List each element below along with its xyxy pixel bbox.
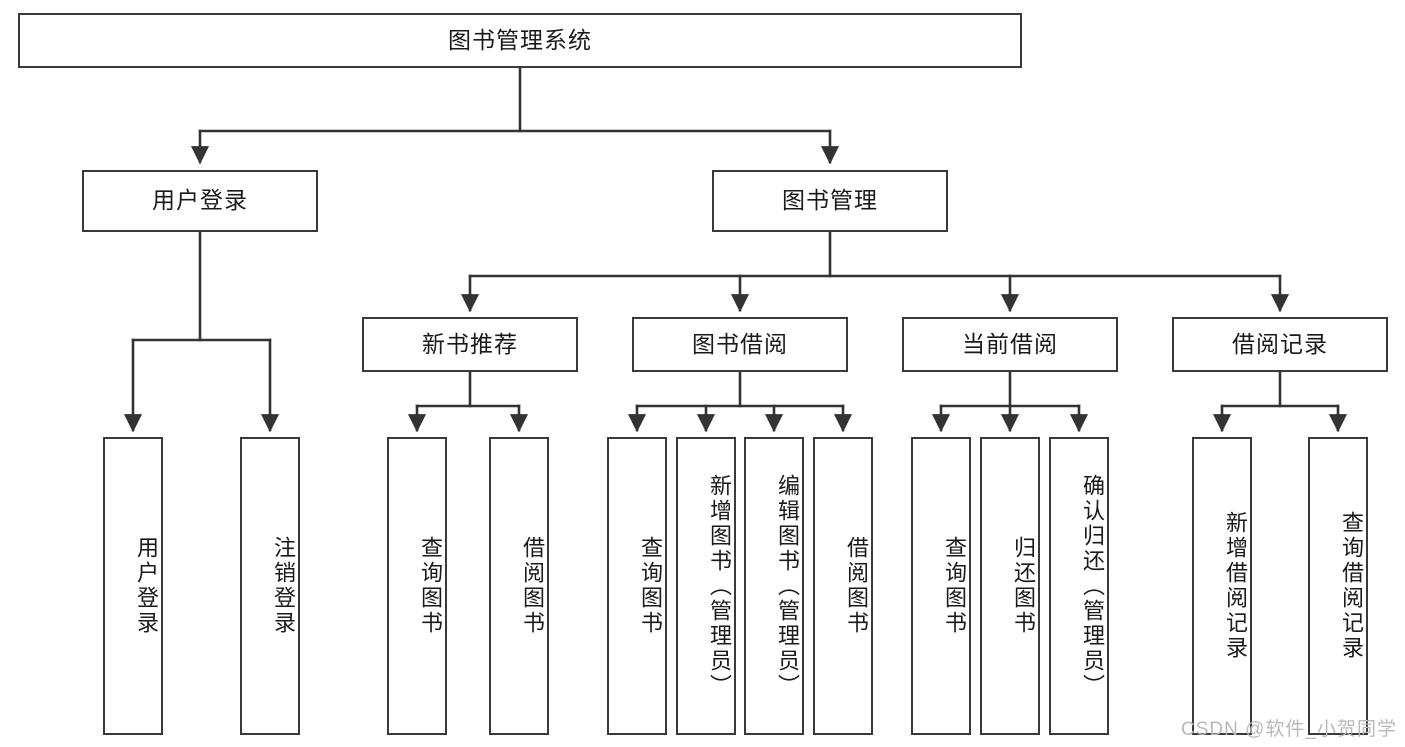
node-label: 新增借阅记录 — [1223, 511, 1248, 661]
node-label: 查询借阅记录 — [1339, 511, 1364, 661]
node-label: 当前借阅 — [962, 330, 1058, 357]
node-borrowing-record[interactable]: 借阅记录 — [1172, 317, 1388, 372]
node-label: 查询图书 — [638, 536, 663, 636]
node-label: 用户登录 — [152, 187, 248, 214]
node-label: 编辑图书（管理员） — [775, 473, 800, 699]
node-leaf-query-book-borrowing[interactable]: 查询图书 — [607, 437, 667, 735]
node-leaf-query-book-current[interactable]: 查询图书 — [911, 437, 971, 735]
node-user-login[interactable]: 用户登录 — [82, 170, 318, 232]
node-label: 图书管理系统 — [448, 26, 592, 53]
node-label: 归还图书 — [1011, 536, 1036, 636]
node-label: 新书推荐 — [422, 330, 518, 357]
node-book-borrowing[interactable]: 图书借阅 — [632, 317, 848, 372]
node-label: 借阅记录 — [1232, 330, 1328, 357]
node-label: 图书管理 — [782, 187, 878, 214]
node-leaf-confirm-return-admin[interactable]: 确认归还（管理员） — [1049, 437, 1109, 735]
node-leaf-query-book-new-rec[interactable]: 查询图书 — [387, 437, 447, 735]
node-leaf-add-book-admin[interactable]: 新增图书（管理员） — [676, 437, 736, 735]
node-book-management[interactable]: 图书管理 — [712, 170, 948, 232]
csdn-watermark: CSDN @软件_小贺同学 — [1181, 719, 1397, 740]
node-label: 借阅图书 — [844, 536, 869, 636]
node-label: 确认归还（管理员） — [1080, 473, 1105, 699]
node-label: 新增图书（管理员） — [707, 473, 732, 699]
node-leaf-return-book[interactable]: 归还图书 — [980, 437, 1040, 735]
node-current-borrowing[interactable]: 当前借阅 — [902, 317, 1118, 372]
node-label: 查询图书 — [942, 536, 967, 636]
node-label: 注销登录 — [271, 536, 296, 636]
node-label: 图书借阅 — [692, 330, 788, 357]
node-new-book-recommendation[interactable]: 新书推荐 — [362, 317, 578, 372]
node-leaf-user-login[interactable]: 用户登录 — [103, 437, 163, 735]
node-leaf-borrow-book-borrowing[interactable]: 借阅图书 — [813, 437, 873, 735]
node-leaf-edit-book-admin[interactable]: 编辑图书（管理员） — [744, 437, 804, 735]
node-root-book-management-system[interactable]: 图书管理系统 — [18, 13, 1022, 68]
node-label: 借阅图书 — [520, 536, 545, 636]
node-leaf-logout[interactable]: 注销登录 — [240, 437, 300, 735]
node-leaf-add-borrow-record[interactable]: 新增借阅记录 — [1192, 437, 1252, 735]
node-leaf-borrow-book-new-rec[interactable]: 借阅图书 — [489, 437, 549, 735]
node-label: 用户登录 — [134, 536, 159, 636]
node-label: 查询图书 — [418, 536, 443, 636]
node-leaf-query-borrow-record[interactable]: 查询借阅记录 — [1308, 437, 1368, 735]
